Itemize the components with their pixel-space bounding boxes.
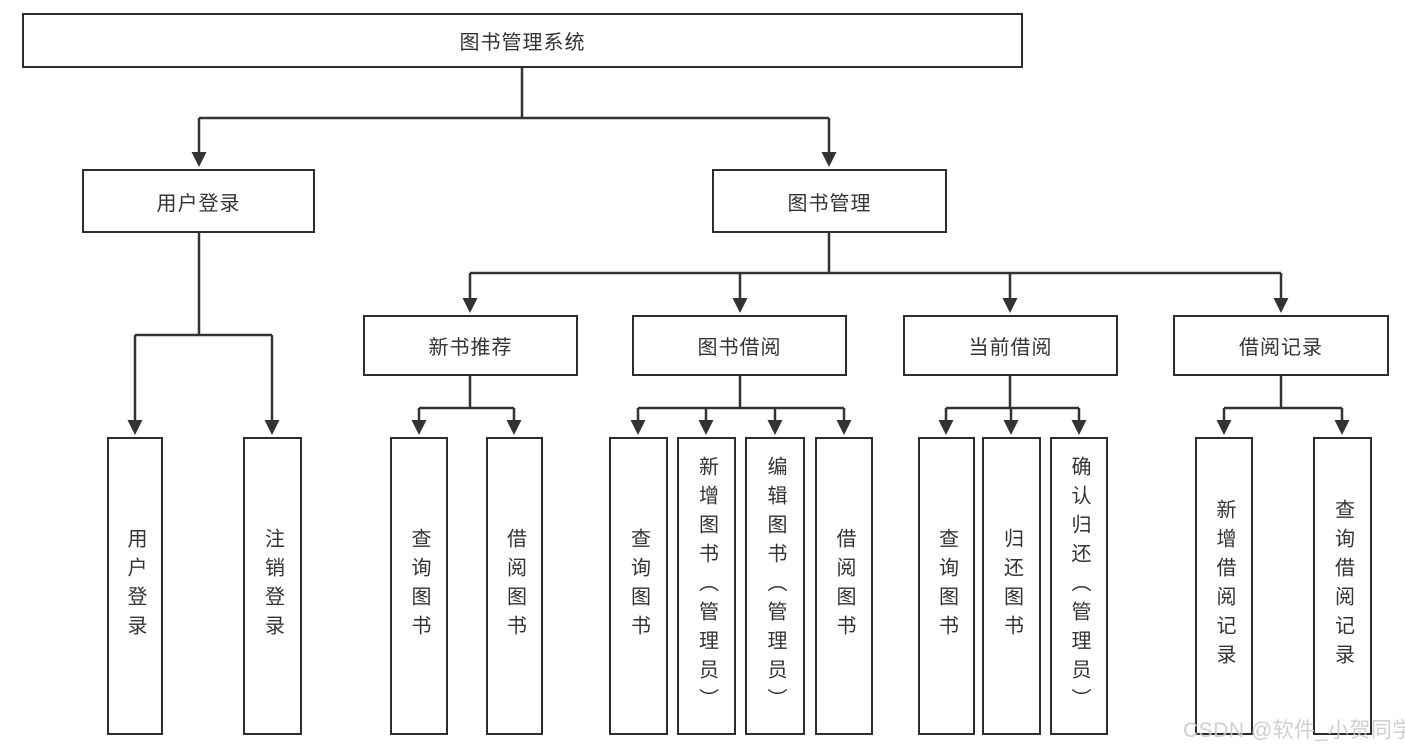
- leaf-user-login: 用户登录: [107, 437, 163, 735]
- node-label: 借阅图书: [833, 528, 855, 644]
- node-label: 用户登录: [156, 192, 241, 215]
- leaf-query-books-recommend: 查询图书: [390, 437, 448, 735]
- node-label: 图书管理系统: [459, 32, 586, 54]
- node-label: 确认归还（管理员）: [1068, 455, 1090, 717]
- node-label: 新增图书（管理员）: [695, 455, 718, 717]
- node-label: 新书推荐: [428, 337, 513, 359]
- node-label: 图书借阅: [697, 337, 782, 359]
- node-label: 图书管理: [787, 192, 872, 215]
- node-label: 查询图书: [408, 528, 430, 644]
- node-label: 用户登录: [124, 528, 146, 644]
- csdn-watermark: CSDN @软件_小贺同学: [1183, 719, 1405, 742]
- leaf-add-borrow-record: 新增借阅记录: [1195, 437, 1253, 735]
- node-label: 编辑图书（管理员）: [764, 455, 786, 717]
- node-user-login-branch: 用户登录: [82, 169, 315, 233]
- node-label: 查询借阅记录: [1331, 499, 1354, 673]
- node-label: 查询图书: [935, 528, 958, 644]
- leaf-edit-book-admin: 编辑图书（管理员）: [745, 437, 805, 735]
- node-current-borrowing: 当前借阅: [903, 315, 1118, 376]
- node-borrowing-records: 借阅记录: [1173, 315, 1389, 376]
- leaf-borrow-books-recommend: 借阅图书: [486, 437, 543, 735]
- leaf-add-book-admin: 新增图书（管理员）: [677, 437, 736, 735]
- node-root-library-system: 图书管理系统: [22, 13, 1023, 68]
- leaf-query-books-borrowing: 查询图书: [609, 437, 668, 735]
- node-label: 借阅图书: [503, 528, 526, 644]
- node-label: 当前借阅: [968, 337, 1053, 359]
- node-new-book-recommend: 新书推荐: [363, 315, 578, 376]
- leaf-borrow-books: 借阅图书: [815, 437, 873, 735]
- node-label: 注销登录: [261, 528, 284, 644]
- node-label: 借阅记录: [1239, 337, 1323, 359]
- leaf-logout: 注销登录: [243, 437, 302, 735]
- leaf-query-books-current: 查询图书: [918, 437, 975, 735]
- leaf-return-book: 归还图书: [982, 437, 1041, 735]
- node-book-borrowing: 图书借阅: [632, 315, 847, 376]
- leaf-confirm-return-admin: 确认归还（管理员）: [1050, 437, 1108, 735]
- node-label: 归还图书: [1000, 528, 1023, 644]
- node-label: 新增借阅记录: [1213, 499, 1235, 673]
- node-book-management: 图书管理: [712, 169, 947, 233]
- node-label: 查询图书: [627, 528, 650, 644]
- leaf-query-borrow-record: 查询借阅记录: [1313, 437, 1372, 735]
